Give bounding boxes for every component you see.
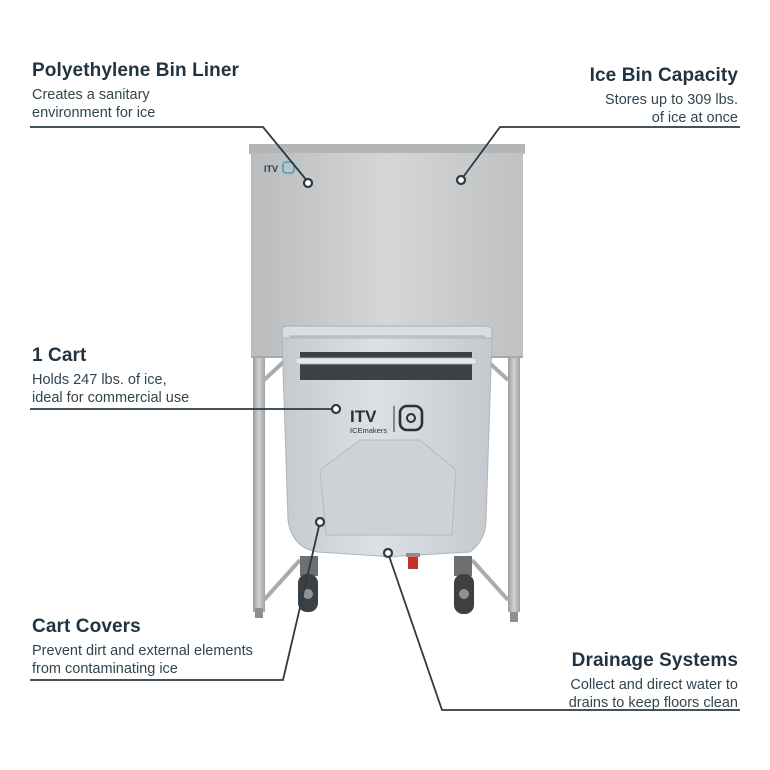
ice-bin-body: ITV bbox=[249, 144, 525, 358]
callout-title: 1 Cart bbox=[32, 345, 87, 366]
cart-brand-mark-icon bbox=[398, 404, 424, 432]
covers-dot bbox=[314, 516, 326, 528]
callout-cart-covers: Cart Covers Prevent dirt and external el… bbox=[32, 616, 292, 678]
cart-logo-subtext: ICEmakers bbox=[350, 426, 387, 435]
callout-title: Polyethylene Bin Liner bbox=[32, 60, 240, 81]
callout-dots bbox=[302, 174, 467, 559]
bin-brand-mark-icon bbox=[282, 161, 295, 174]
drainage-leader-line bbox=[387, 552, 740, 711]
callout-line: drains to keep floors clean bbox=[568, 695, 738, 711]
callout-line: ideal for commercial use bbox=[32, 390, 190, 406]
leader-lines bbox=[30, 126, 740, 711]
covers-leader-line bbox=[30, 521, 321, 681]
callout-line: Creates a sanitary bbox=[32, 87, 150, 103]
callout-line: environment for ice bbox=[32, 105, 156, 121]
callout-line: from contaminating ice bbox=[32, 661, 178, 677]
stand-legs bbox=[253, 350, 520, 622]
callout-drainage: Drainage Systems Collect and direct wate… bbox=[478, 650, 738, 712]
callout-line: Prevent dirt and external elements bbox=[32, 643, 253, 659]
callout-line: Stores up to 309 lbs. bbox=[605, 92, 738, 108]
drainage-dot bbox=[382, 547, 394, 559]
callout-title: Drainage Systems bbox=[571, 650, 738, 671]
callout-line: of ice at once bbox=[651, 110, 738, 126]
callout-line: Holds 247 lbs. of ice, bbox=[32, 372, 167, 388]
callout-title: Cart Covers bbox=[32, 616, 141, 637]
callout-title: Ice Bin Capacity bbox=[589, 65, 738, 86]
liner-leader-line bbox=[30, 126, 309, 183]
cart-logo-text: ITV bbox=[350, 407, 377, 426]
cart-dot bbox=[330, 403, 342, 415]
capacity-leader-line bbox=[460, 126, 740, 181]
liner-dot bbox=[302, 177, 314, 189]
callout-line: Collect and direct water to bbox=[570, 677, 738, 693]
capacity-dot bbox=[455, 174, 467, 186]
drain-valve bbox=[408, 555, 418, 569]
ice-cart: ITV ICEmakers bbox=[281, 325, 493, 569]
bin-logo-text: ITV bbox=[264, 164, 278, 174]
callout-cart: 1 Cart Holds 247 lbs. of ice, ideal for … bbox=[32, 345, 272, 407]
callout-bin-capacity: Ice Bin Capacity Stores up to 309 lbs. o… bbox=[478, 65, 738, 127]
callout-bin-liner: Polyethylene Bin Liner Creates a sanitar… bbox=[32, 60, 292, 122]
cart-wheels bbox=[298, 556, 474, 614]
